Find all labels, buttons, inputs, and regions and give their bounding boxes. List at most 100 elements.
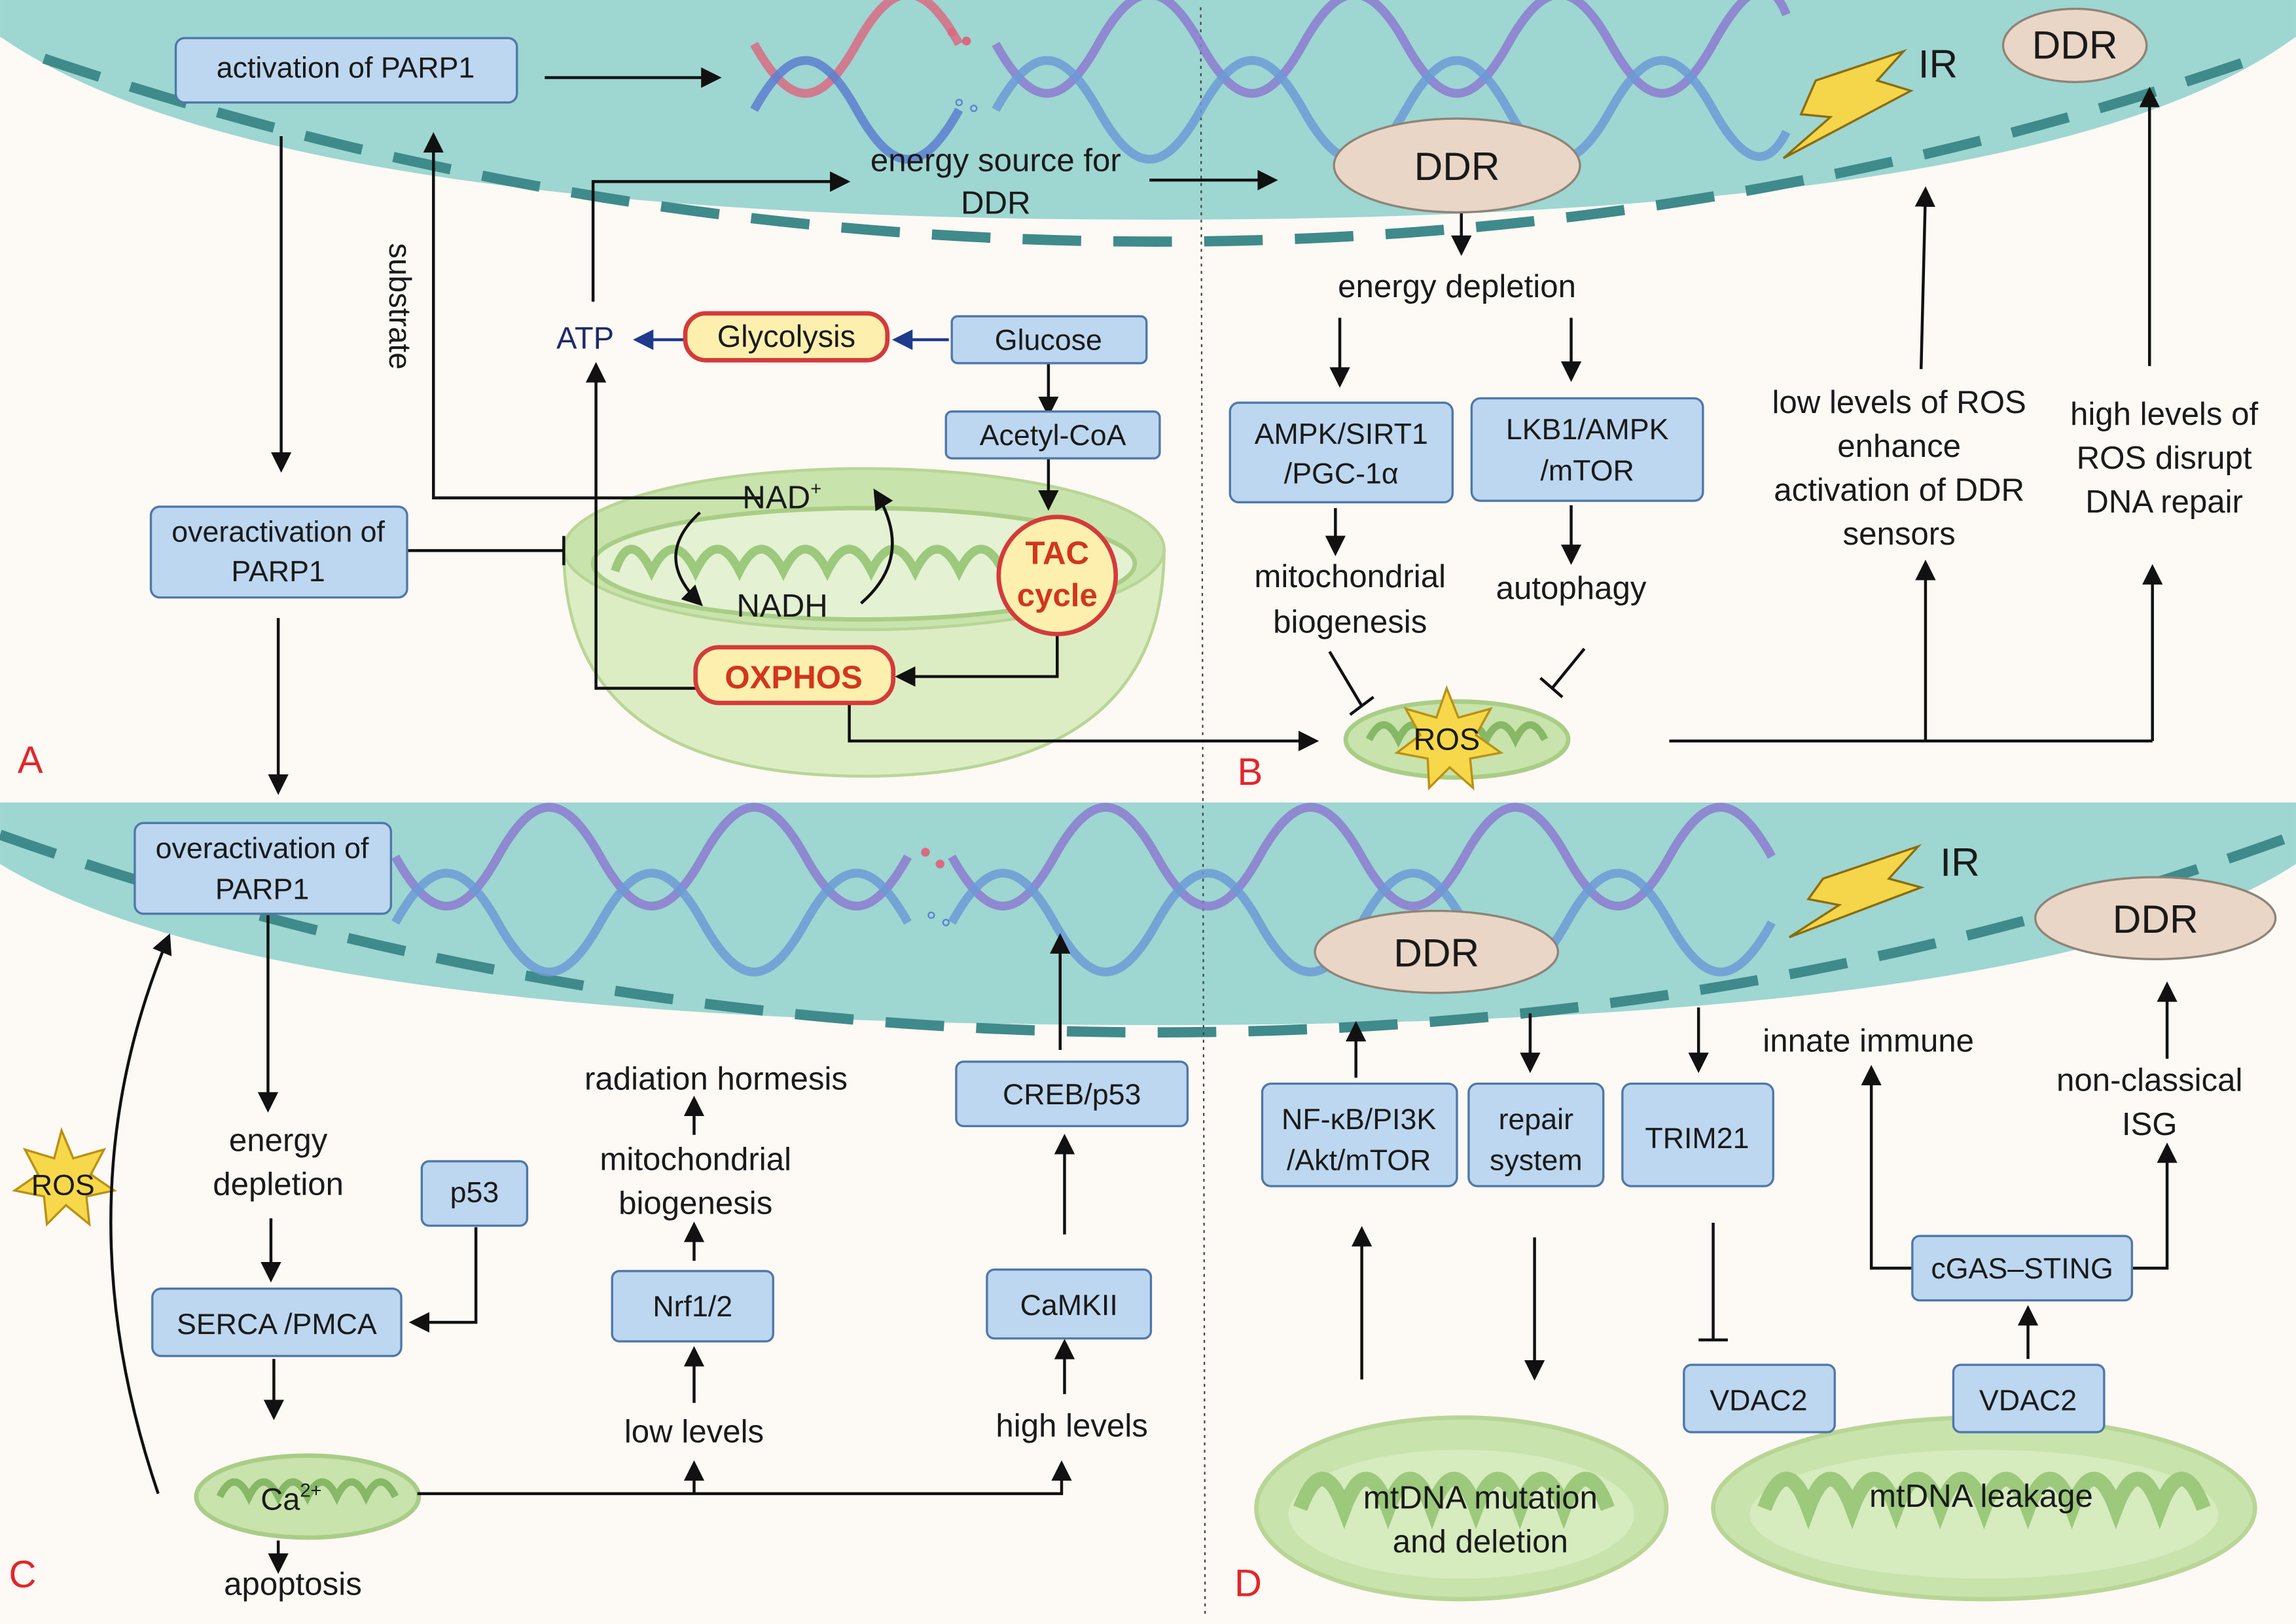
mitochondrion-mutation xyxy=(1254,1415,1669,1602)
oxphos-pill xyxy=(693,645,896,706)
box-vdac2-left xyxy=(1683,1363,1836,1434)
radiation-hormesis-label: radiation hormesis xyxy=(584,1060,848,1096)
mito-biogenesis-c-line1: mitochondrial xyxy=(600,1141,791,1177)
nadh-label: NADH xyxy=(736,588,827,624)
ros-star-b-icon xyxy=(1394,685,1504,791)
isg-line1: non-classical xyxy=(2056,1062,2242,1098)
box-acetyl-coa xyxy=(944,410,1161,460)
calcium-label: Ca2+ xyxy=(260,1480,321,1516)
mtdna-mutation-line2: and deletion xyxy=(1393,1523,1568,1559)
radiation-bolt-top-icon xyxy=(1782,48,1914,160)
overactivation-parp1-a-line1: overactivation of xyxy=(171,516,385,549)
glucose-label: Glucose xyxy=(995,324,1102,357)
ddr-ellipse-d-right xyxy=(2034,876,2277,961)
ros-star-c-icon xyxy=(12,1127,117,1227)
box-creb xyxy=(955,1060,1189,1128)
box-activation-parp1 xyxy=(174,37,518,104)
panel-label-b: B xyxy=(1237,751,1263,793)
low-levels-label: low levels xyxy=(624,1414,764,1450)
box-serca xyxy=(151,1288,403,1358)
energy-source-line2: DDR xyxy=(961,185,1031,221)
panel-label-a: A xyxy=(18,739,43,782)
repair-line2: system xyxy=(1490,1144,1583,1176)
ir-bottom-label: IR xyxy=(1940,840,1979,884)
overactivation-parp1-a-line2: PARP1 xyxy=(231,555,325,588)
ddr-ellipse-d-left xyxy=(1314,909,1560,994)
tac-circle xyxy=(996,514,1119,637)
innate-immune-label: innate immune xyxy=(1763,1022,1974,1058)
ddr-d-left-label: DDR xyxy=(1393,931,1479,975)
camkii-label: CaMKII xyxy=(1020,1289,1118,1322)
energy-depletion-c-line1: energy xyxy=(229,1122,328,1158)
atp-label: ATP xyxy=(556,320,614,355)
isg-line2: ISG xyxy=(2122,1106,2178,1142)
box-overactivation-parp1-c xyxy=(134,821,393,915)
mito-biogenesis-b-line1: mitochondrial xyxy=(1254,558,1446,594)
box-vdac2-right xyxy=(1952,1363,2106,1434)
p53-label: p53 xyxy=(450,1176,499,1209)
lkb1-line2: /mTOR xyxy=(1540,454,1634,487)
box-trim21 xyxy=(1621,1082,1774,1187)
vdac2-right-label: VDAC2 xyxy=(1979,1384,2077,1416)
nfkb-line2: /Akt/mTOR xyxy=(1287,1144,1431,1176)
box-ampk xyxy=(1229,401,1454,504)
serca-label: SERCA /PMCA xyxy=(177,1308,377,1341)
ddr-d-right-label: DDR xyxy=(2113,897,2198,941)
low-ros-line3: activation of DDR xyxy=(1774,472,2024,508)
ddr-b-label: DDR xyxy=(1414,144,1500,189)
nad-label: NAD+ xyxy=(742,478,821,515)
ddr-b-top-label: DDR xyxy=(2032,22,2118,67)
autophagy-label: autophagy xyxy=(1496,570,1647,606)
apoptosis-label: apoptosis xyxy=(224,1566,362,1602)
ros-b-label: ROS xyxy=(1413,721,1480,756)
panel-label-c: C xyxy=(9,1553,36,1596)
high-ros-line3: DNA repair xyxy=(2085,484,2243,520)
nucleus-top xyxy=(0,0,2296,247)
high-ros-line2: ROS disrupt xyxy=(2077,440,2252,476)
high-ros-line1: high levels of xyxy=(2070,396,2259,432)
panel-label-d: D xyxy=(1234,1562,1262,1604)
low-ros-line2: enhance xyxy=(1837,428,1961,464)
nrf-label: Nrf1/2 xyxy=(653,1290,732,1323)
box-repair xyxy=(1467,1082,1605,1187)
energy-depletion-c-line2: depletion xyxy=(213,1166,344,1202)
ddr-ellipse-b xyxy=(1333,117,1581,214)
acetyl-coa-label: Acetyl-CoA xyxy=(980,419,1126,452)
tac-label-line2: cycle xyxy=(1017,577,1098,613)
mtdna-mutation-line1: mtDNA mutation xyxy=(1363,1479,1598,1515)
box-nrf xyxy=(611,1270,774,1343)
vdac2-left-label: VDAC2 xyxy=(1710,1384,1807,1416)
ddr-ellipse-b-top xyxy=(2001,7,2148,83)
vertical-divider xyxy=(1200,7,1206,1619)
box-p53 xyxy=(420,1160,529,1227)
overactivation-parp1-c-line1: overactivation of xyxy=(156,832,369,865)
box-camkii xyxy=(986,1268,1153,1340)
mito-biogenesis-c-line2: biogenesis xyxy=(619,1185,772,1221)
mitochondrion-leakage xyxy=(1711,1415,2257,1602)
lkb1-line1: LKB1/AMPK xyxy=(1506,413,1669,446)
box-cgas xyxy=(1911,1235,2134,1302)
activation-parp1-label: activation of PARP1 xyxy=(217,52,475,84)
glycolysis-label: Glycolysis xyxy=(717,319,855,353)
dna-helix-top xyxy=(750,0,1791,164)
ampk-line2: /PGC-1α xyxy=(1284,457,1399,490)
overactivation-parp1-c-line2: PARP1 xyxy=(215,873,309,906)
substrate-label: substrate xyxy=(383,243,418,369)
creb-label: CREB/p53 xyxy=(1003,1078,1141,1111)
arrows xyxy=(109,67,2178,1574)
energy-depletion-b-label: energy depletion xyxy=(1338,268,1576,304)
box-glucose xyxy=(950,315,1148,365)
high-levels-label: high levels xyxy=(996,1408,1148,1444)
ampk-line1: AMPK/SIRT1 xyxy=(1255,418,1428,450)
box-lkb1 xyxy=(1470,397,1704,502)
low-ros-line1: low levels of ROS xyxy=(1772,384,2026,420)
ros-c-label: ROS xyxy=(31,1169,95,1202)
box-overactivation-parp1-a xyxy=(149,505,408,599)
nfkb-line1: NF-κB/PI3K xyxy=(1282,1103,1436,1136)
box-nfkb xyxy=(1261,1082,1458,1187)
cgas-sting-label: cGAS–STING xyxy=(1931,1252,2113,1285)
low-ros-line4: sensors xyxy=(1843,516,1956,552)
trim21-label: TRIM21 xyxy=(1645,1122,1749,1155)
mitochondrion-calcium xyxy=(194,1453,422,1540)
